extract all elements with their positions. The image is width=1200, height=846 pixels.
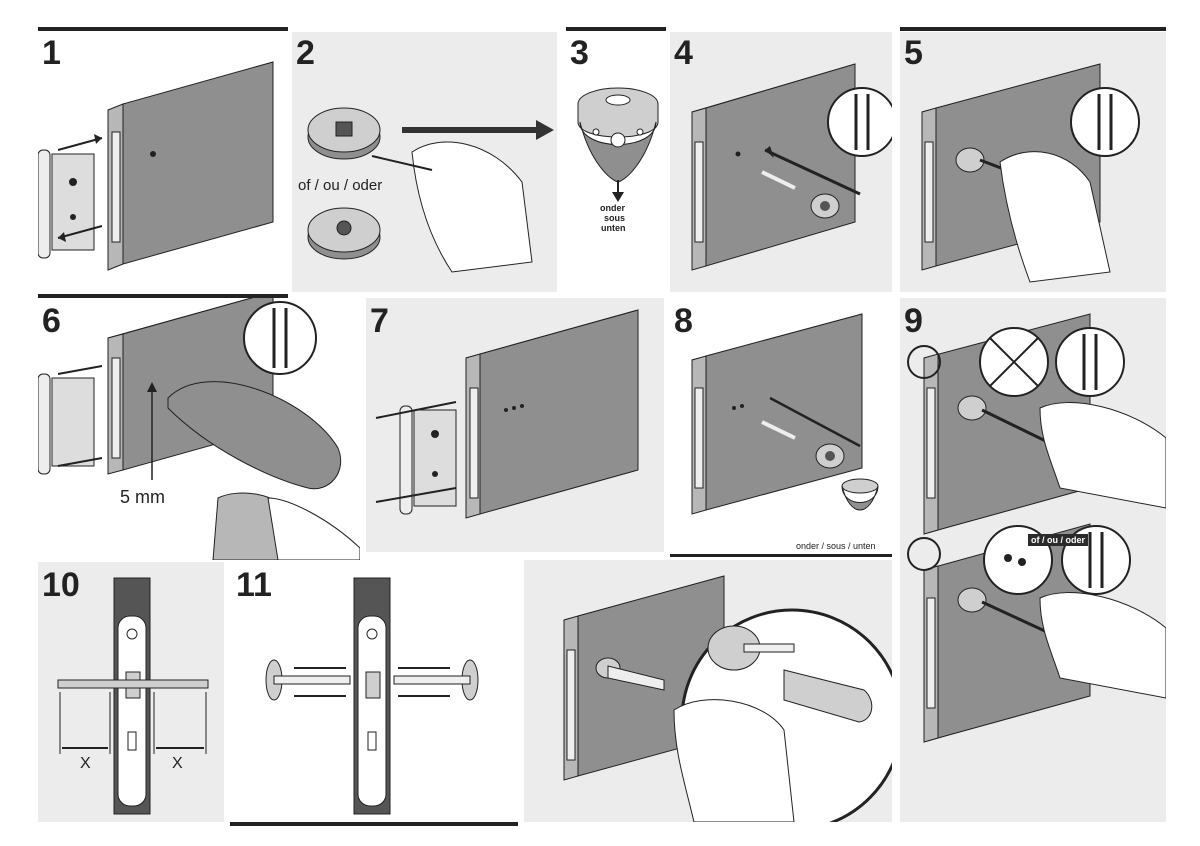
step-11-illustration <box>265 577 479 815</box>
step-4-illustration <box>691 63 892 271</box>
handle-mount-panel <box>524 560 892 822</box>
step-2-illustration <box>307 107 554 273</box>
step-4-panel: 4 <box>670 32 892 292</box>
step-number-4: 4 <box>674 34 693 72</box>
step-3-illustration <box>577 87 659 202</box>
step-6-illustration <box>38 298 360 560</box>
distance-x-left: X <box>80 755 91 772</box>
step-number-6: 6 <box>42 302 61 340</box>
alternative-label: of / ou / oder <box>298 177 383 194</box>
below-inline-label: onder / sous / unten <box>796 541 876 551</box>
step-9-illustration <box>907 313 1166 743</box>
step-number-1: 1 <box>42 34 61 72</box>
step-number-5: 5 <box>904 34 923 72</box>
step-number-2: 2 <box>296 34 315 72</box>
step-10-panel: 10 X X <box>38 562 224 822</box>
step-6-panel: 6 5 mm <box>38 298 360 560</box>
rule-11-bottom <box>230 822 518 826</box>
step-5-panel: 5 <box>900 32 1166 292</box>
step-7-panel: 7 <box>366 298 664 552</box>
step-number-3: 3 <box>570 34 589 72</box>
below-label-bottom: unten <box>601 223 626 233</box>
step-7-illustration <box>375 309 639 519</box>
alternative-tag: of / ou / oder <box>1028 534 1088 546</box>
step-number-11: 11 <box>236 566 272 604</box>
step-8-illustration <box>691 313 879 515</box>
drill-depth-label: 5 mm <box>120 487 165 507</box>
step-1-panel: 1 <box>38 32 288 292</box>
step-9-panel: 9 of / ou / oder <box>900 298 1166 822</box>
top-rule-3 <box>566 27 666 31</box>
step-number-8: 8 <box>674 302 693 340</box>
rule-6 <box>38 294 288 298</box>
step-5-illustration <box>921 63 1140 283</box>
step-number-10: 10 <box>42 566 80 604</box>
step-11-panel: 11 <box>230 562 518 820</box>
rule-8 <box>670 554 892 557</box>
top-rule-right <box>900 27 1166 31</box>
step-8-panel: 8 onder / sous / unten <box>670 298 892 552</box>
step-1-illustration <box>38 61 274 271</box>
below-label-top: onder <box>600 203 626 213</box>
step-3-panel: 3 onder sous unten <box>566 32 666 292</box>
top-rule-left <box>38 27 288 31</box>
step-10-illustration <box>57 577 209 815</box>
step-2-panel: 2 of / ou / oder <box>292 32 557 292</box>
distance-x-right: X <box>172 755 183 772</box>
step-number-9: 9 <box>904 302 923 340</box>
step-number-7: 7 <box>370 302 389 340</box>
handle-mount-illustration <box>563 575 892 822</box>
below-label-mid: sous <box>604 213 626 223</box>
